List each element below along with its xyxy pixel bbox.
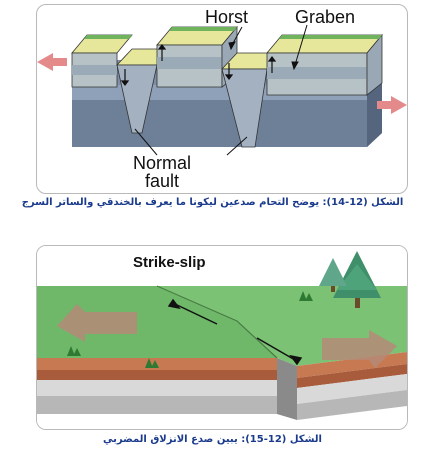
extension-arrow-left [37, 53, 67, 71]
extension-arrow-right [377, 96, 407, 114]
strike-slip-illustration [37, 246, 407, 429]
horst-graben-diagram: Horst Graben Normal fault [36, 4, 408, 194]
figure-caption-horst: الشكل (12-14): يوضح التحام صدعين ليكونا … [21, 197, 404, 208]
tree-small [319, 258, 347, 292]
slip-arrow-left [57, 304, 137, 342]
fault-label: fault [145, 171, 180, 191]
slip-arrow-right [322, 330, 397, 368]
strike-slip-title: Strike-slip [133, 254, 206, 271]
normal-fault-pointer-2 [226, 136, 248, 156]
graben-label: Graben [295, 7, 356, 27]
motion-arrow-left [174, 303, 218, 325]
figure-caption-strike-slip: الشكل (12-15): يبين صدع الانزلاق المضربي [103, 434, 322, 445]
motion-arrow-right [256, 337, 296, 361]
tree-large [333, 251, 381, 308]
normal-label: Normal [133, 153, 192, 173]
horst-graben-illustration [37, 24, 407, 156]
normal-fault-pointer-1 [134, 128, 158, 156]
fault-trace [156, 285, 278, 359]
horst-label: Horst [205, 7, 249, 27]
graben-pointer [294, 24, 308, 66]
strike-slip-diagram: Strike-slip [36, 245, 408, 430]
